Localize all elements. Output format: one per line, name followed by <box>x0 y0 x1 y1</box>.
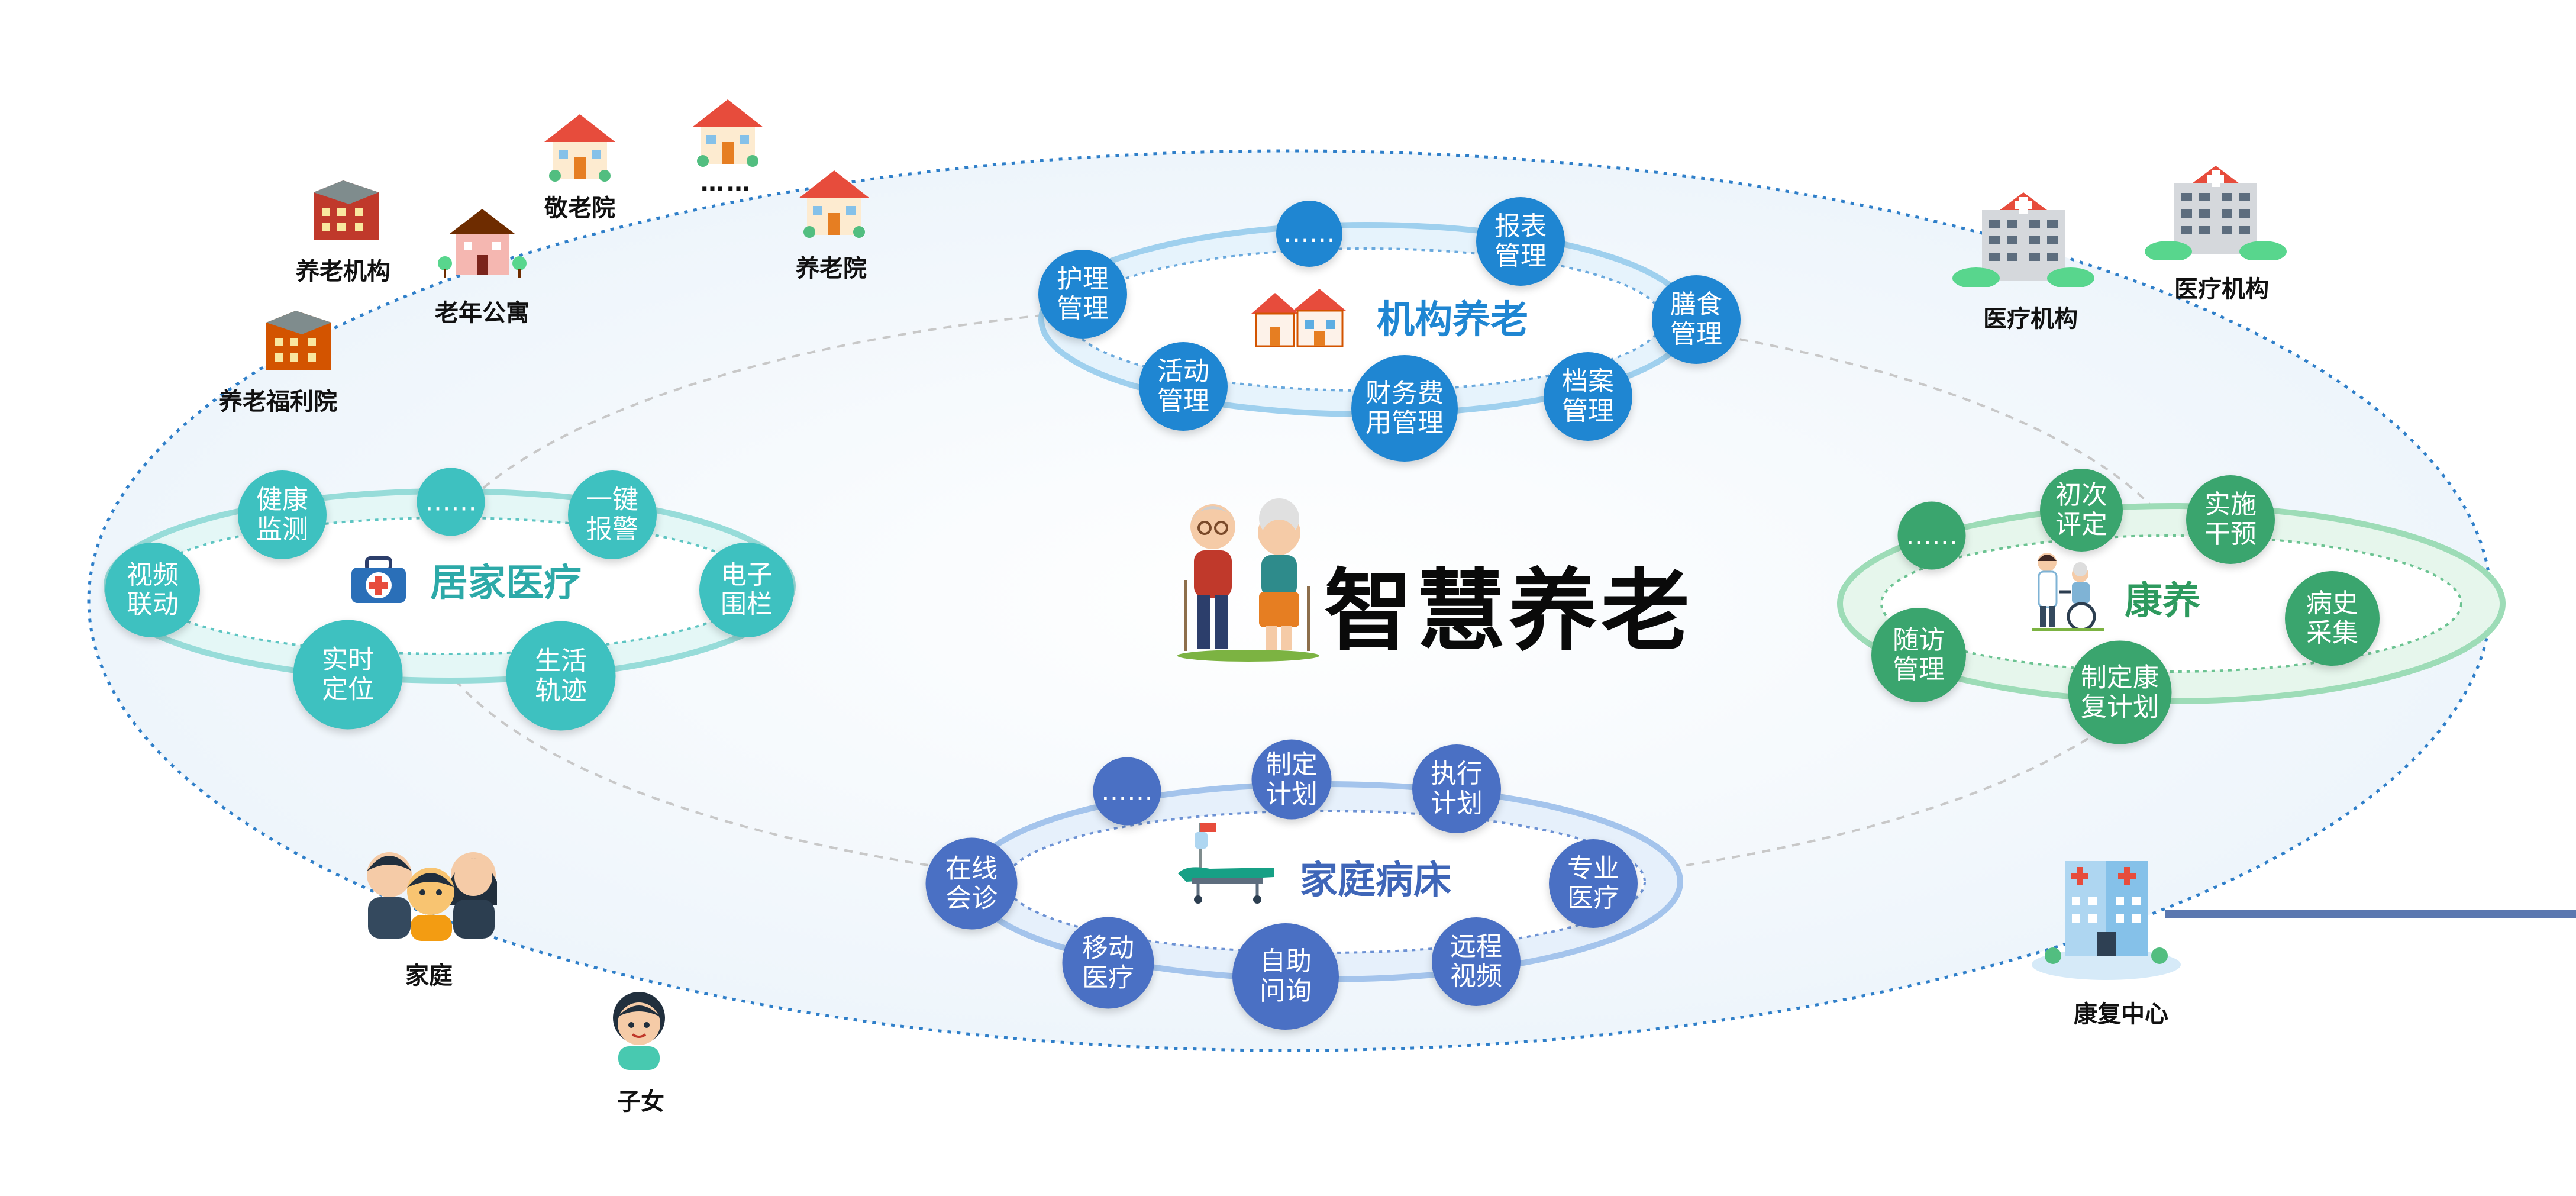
node-jujia-more[interactable]: …… <box>417 468 485 536</box>
node-bingchuang-yidong[interactable]: 移动 医疗 <box>1062 917 1154 1009</box>
node-jujia-dingwei[interactable]: 实时 定位 <box>293 620 403 730</box>
label-jiating: 家庭 <box>405 962 453 989</box>
nursing-home-house-icon <box>544 114 615 182</box>
node-kangyang-bingshi[interactable]: 病史 采集 <box>2285 571 2380 666</box>
apartment-building-icon <box>314 180 379 240</box>
medical-institution-icon <box>2145 166 2287 260</box>
node-jigou-dangan[interactable]: 档案 管理 <box>1544 352 1632 441</box>
node-jujia-guiji[interactable]: 生活 轨迹 <box>506 621 616 731</box>
elderly-couple-icon <box>1177 498 1319 662</box>
label-kangfu-zhongxin: 康复中心 <box>2074 1001 2168 1028</box>
group-title-kangyang: 康养 <box>2125 579 2200 623</box>
node-jujia-baojing[interactable]: 一键 报警 <box>568 470 657 559</box>
label-fuliyuan: 养老福利院 <box>219 388 337 415</box>
node-kangyang-more[interactable]: …… <box>1897 501 1966 570</box>
label-yanglaoyuan: 养老院 <box>796 255 867 282</box>
node-bingchuang-zaixian[interactable]: 在线 会诊 <box>925 837 1018 930</box>
node-bingchuang-more[interactable]: …… <box>1093 757 1161 826</box>
node-bingchuang-zhuanye[interactable]: 专业 医疗 <box>1549 839 1638 928</box>
label-laonian-gongyu: 老年公寓 <box>435 299 530 327</box>
node-jigou-shanshi[interactable]: 膳食 管理 <box>1652 275 1741 364</box>
label-yiliao-jigou-2: 医疗机构 <box>2174 276 2269 303</box>
node-bingchuang-zizhu[interactable]: 自助 问询 <box>1232 923 1339 1030</box>
child-icon <box>613 992 665 1070</box>
institution-building-icon <box>1251 289 1346 347</box>
hospital-icon <box>1952 192 2094 287</box>
house-icon <box>692 99 763 167</box>
node-jigou-baobiao[interactable]: 报表 管理 <box>1476 197 1565 286</box>
label-more-housing: …… <box>701 170 753 197</box>
node-jujia-jiankang[interactable]: 健康 监测 <box>238 470 327 559</box>
node-jigou-more[interactable]: …… <box>1276 201 1342 267</box>
node-jujia-weilan[interactable]: 电子 围栏 <box>699 543 794 637</box>
group-title-jujia: 居家医疗 <box>430 562 582 605</box>
node-jigou-huli[interactable]: 护理 管理 <box>1038 250 1127 339</box>
welfare-building-icon <box>266 311 331 370</box>
group-title-bingchuang: 家庭病床 <box>1300 859 1451 902</box>
family-icon <box>367 852 497 941</box>
center-title: 智慧养老 <box>1323 560 1694 663</box>
node-kangyang-chuci[interactable]: 初次 评定 <box>2040 469 2123 552</box>
senior-apartment-icon <box>438 209 527 278</box>
label-jinglaoyuan: 敬老院 <box>544 195 615 222</box>
medical-kit-icon <box>351 556 406 603</box>
label-yanglao-jigou: 养老机构 <box>296 258 390 285</box>
node-kangyang-suifang[interactable]: 随访 管理 <box>1871 608 1966 702</box>
node-bingchuang-zhixing[interactable]: 执行 计划 <box>1412 744 1501 833</box>
elderly-home-house-icon <box>799 170 870 238</box>
node-bingchuang-zhiding[interactable]: 制定 计划 <box>1251 739 1332 820</box>
node-kangyang-jihua[interactable]: 制定康 复计划 <box>2068 640 2172 744</box>
group-title-jigou: 机构养老 <box>1377 298 1528 342</box>
node-kangyang-ganyu[interactable]: 实施 干预 <box>2186 475 2275 564</box>
node-jigou-caiwu[interactable]: 财务费 用管理 <box>1351 355 1458 462</box>
node-jigou-huodong[interactable]: 活动 管理 <box>1139 342 1228 431</box>
rehab-center-icon <box>2032 861 2181 980</box>
node-bingchuang-yuancheng[interactable]: 远程 视频 <box>1432 917 1521 1006</box>
node-jujia-shipin[interactable]: 视频 联动 <box>105 543 200 637</box>
label-yiliao-jigou-1: 医疗机构 <box>1983 305 2078 333</box>
label-zinv: 子女 <box>617 1088 664 1116</box>
wheelchair-nurse-icon <box>2032 553 2104 631</box>
hospital-bed-icon <box>1178 823 1274 904</box>
